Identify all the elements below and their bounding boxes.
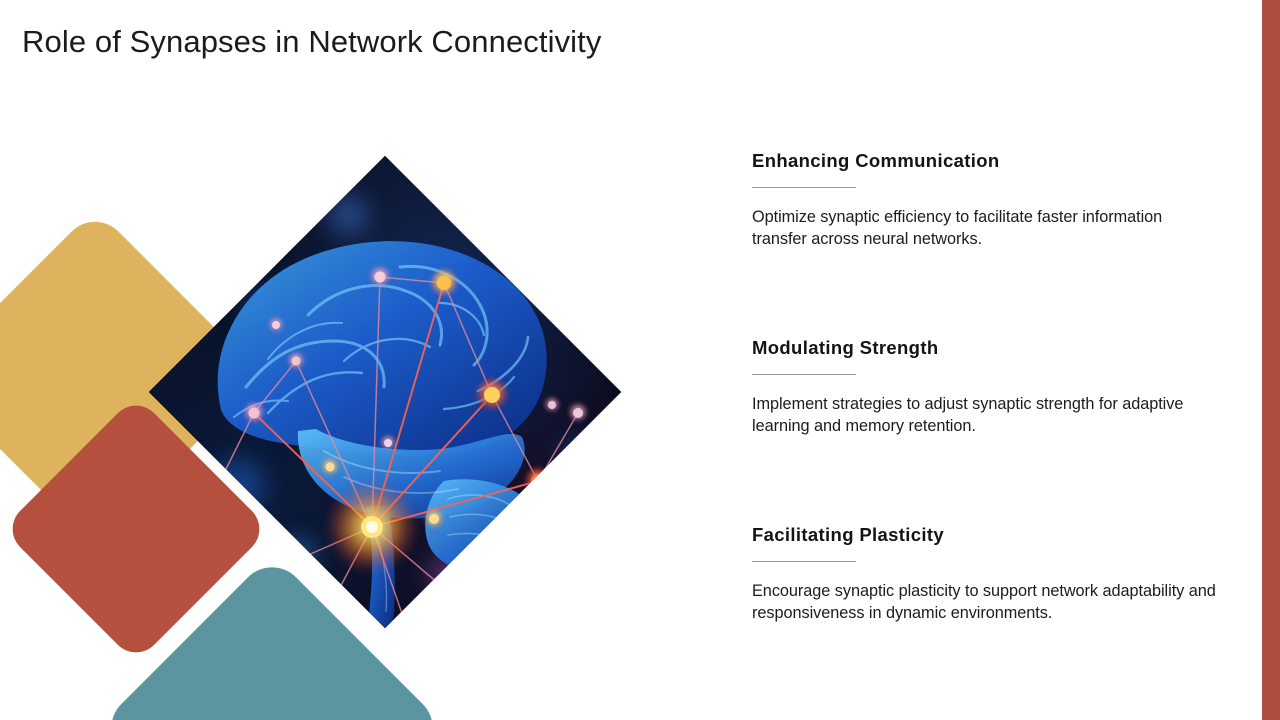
block-3-body: Encourage synaptic plasticity to support…	[752, 582, 1216, 622]
content-block-2: Modulating Strength Implement strategies…	[752, 337, 1222, 438]
block-2-heading: Modulating Strength	[752, 337, 939, 358]
right-accent-bar	[1262, 0, 1280, 720]
block-3-heading: Facilitating Plasticity	[752, 524, 945, 545]
block-1-divider	[752, 187, 856, 189]
content-block-1: Enhancing Communication Optimize synapti…	[752, 150, 1222, 251]
content-column: Enhancing Communication Optimize synapti…	[752, 0, 1232, 720]
block-2-body: Implement strategies to adjust synaptic …	[752, 395, 1184, 435]
block-2-divider	[752, 374, 856, 376]
content-block-3: Facilitating Plasticity Encourage synapt…	[752, 524, 1222, 625]
page-title: Role of Synapses in Network Connectivity	[22, 24, 602, 59]
block-1-body: Optimize synaptic efficiency to facilita…	[752, 208, 1163, 248]
block-1-heading: Enhancing Communication	[752, 150, 1000, 171]
block-3-divider	[752, 561, 856, 563]
